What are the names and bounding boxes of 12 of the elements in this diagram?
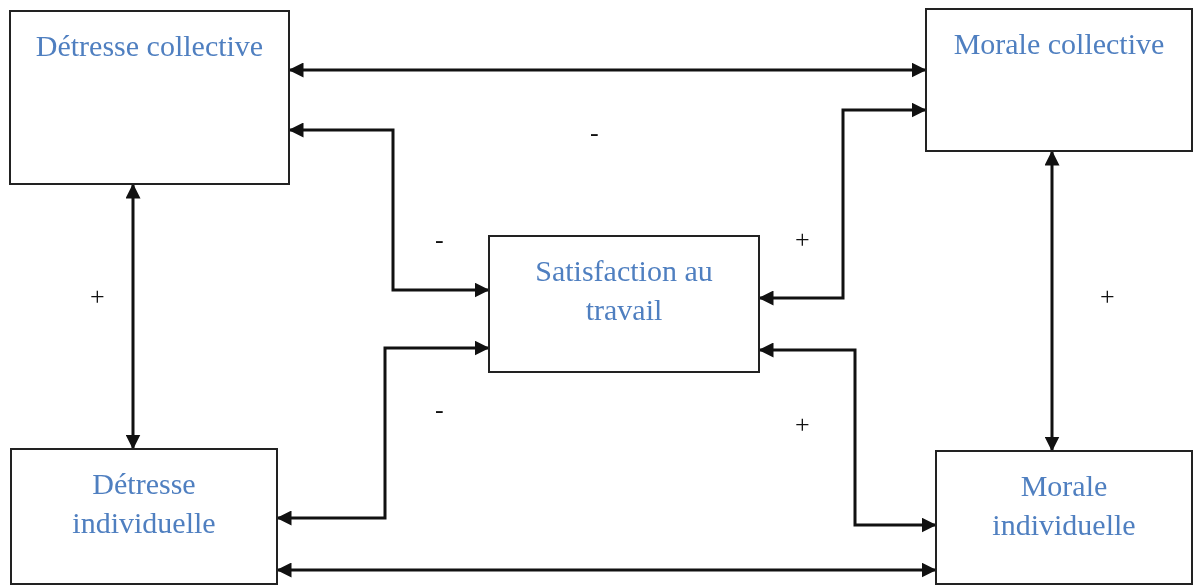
node-label: Détresse collective	[34, 28, 265, 64]
concept-box	[9, 10, 290, 185]
double-arrow	[125, 183, 141, 450]
concept-box	[935, 450, 1193, 585]
concept-box	[10, 448, 278, 585]
node-label: Morale collective	[952, 26, 1166, 62]
double-arrow	[1044, 150, 1060, 452]
node-label: Morale individuelle	[991, 468, 1137, 543]
node-label: Satisfaction au travail	[534, 253, 714, 328]
concept-box	[488, 235, 760, 373]
node-label: Détresse individuelle	[71, 466, 217, 541]
concept-box	[925, 8, 1193, 152]
